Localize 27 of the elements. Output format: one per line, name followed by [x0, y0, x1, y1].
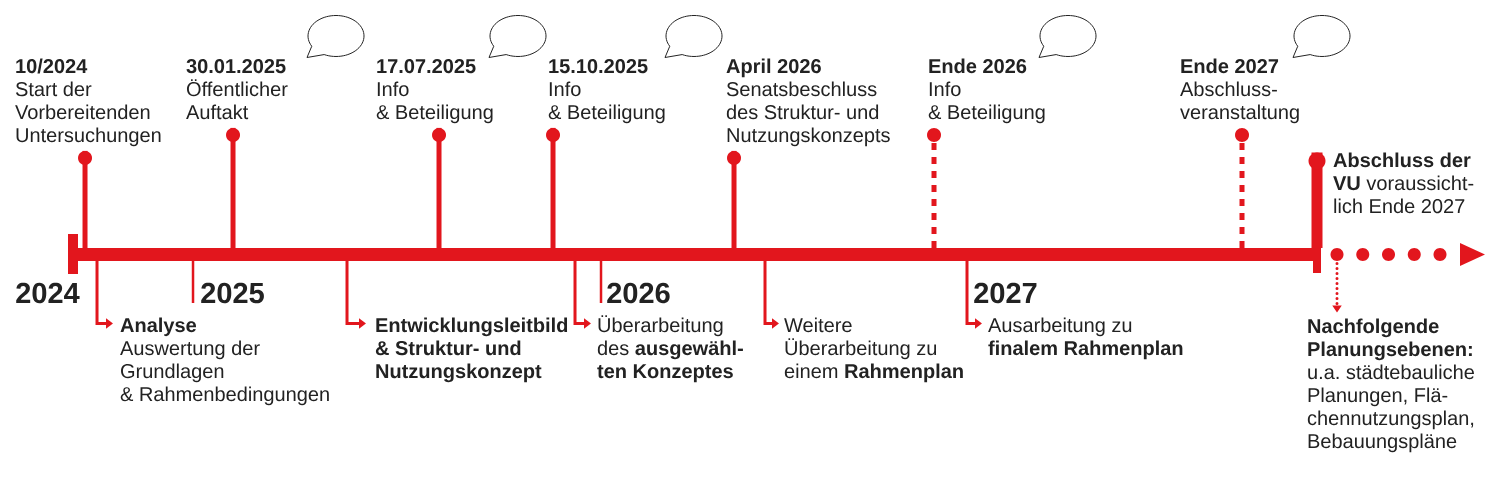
pin-line — [927, 127, 941, 248]
milestone-label: 10/2024 Start der Vorbereitenden Untersuchungen — [15, 58, 161, 147]
milestone-label: Ende 2026 Info & Beteiligung — [928, 58, 1045, 124]
year-label: 2025 — [201, 282, 264, 304]
milestone-label: 15.10.2025 Info & Beteiligung — [548, 59, 665, 124]
phase-label: Weitere Überarbeitung zu einem Rahmenplan — [784, 317, 963, 383]
phase-label: Überarbeitung des ausgewähl- ten Konzeptes — [597, 315, 743, 383]
note-label: Nachfolgende Planungsebenen: u.a. städtebauliche Planungen, Flä- chennutzungsplan, Bebauungspläne — [1307, 318, 1474, 453]
milestone-label: Ende 2027 Abschluss- veranstaltung — [1180, 58, 1299, 124]
phase-label: Ausarbeitung zu finalem Rahmenplan — [988, 317, 1183, 360]
milestone-label: 17.07.2025 Info & Beteiligung — [376, 59, 493, 124]
year-label: 2027 — [974, 282, 1037, 304]
pin-line — [78, 150, 92, 248]
year-label: 2024 — [16, 282, 80, 304]
pin-line — [226, 127, 240, 248]
pin-line — [727, 150, 741, 248]
pin-line — [546, 127, 560, 248]
milestone-label: April 2026 Senatsbeschluss des Struktur- und Nutzungskonzepts — [726, 58, 890, 147]
phase-label: Analyse Auswertung der Grundlagen & Rahmenbedingungen — [120, 317, 329, 406]
year-label: 2026 — [607, 282, 670, 304]
pin-line — [1308, 152, 1326, 248]
phase-label: Entwicklungsleitbild & Struktur- und Nutzungskonzept — [375, 317, 568, 383]
milestone-label: 30.01.2025 Öffentlicher Auftakt — [186, 59, 288, 120]
pin-line — [1235, 127, 1249, 248]
pin-line — [432, 127, 446, 248]
milestone-label: Abschluss der VU voraussicht- lich Ende 2027 — [1333, 152, 1474, 214]
timeline-arrow — [68, 234, 1485, 274]
